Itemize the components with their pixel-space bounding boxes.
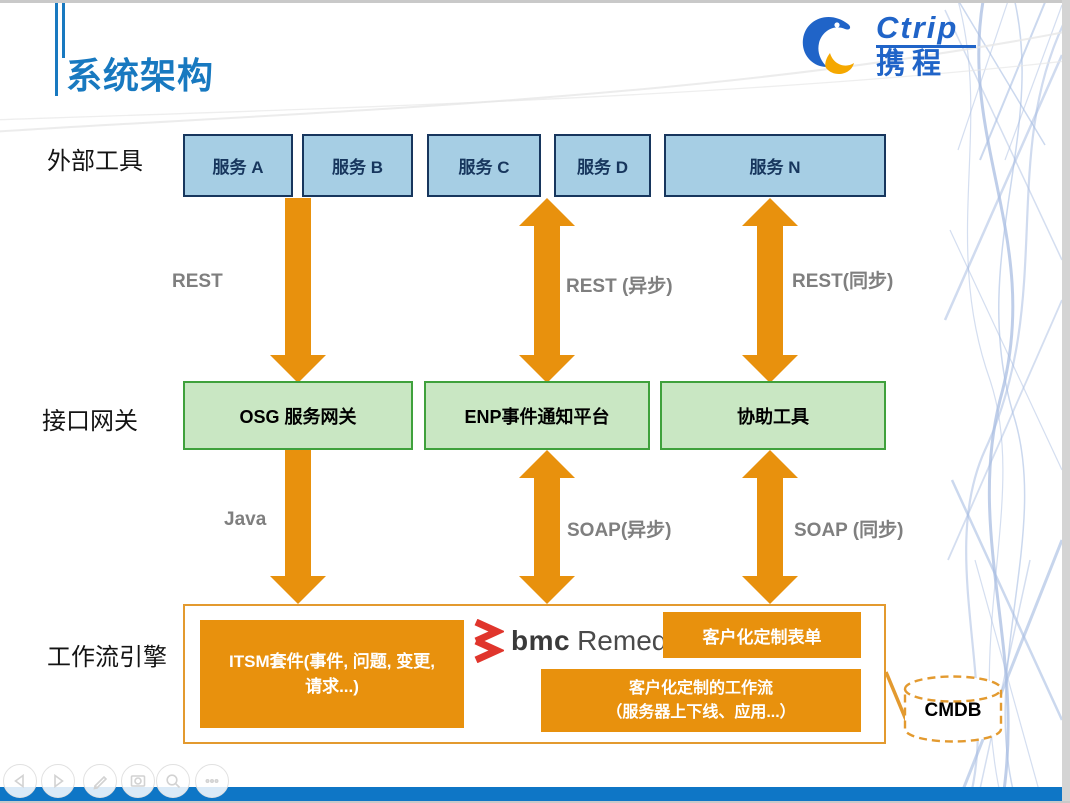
- arrow-head-up: [519, 198, 575, 226]
- arrow-label-rest-async: REST (异步): [566, 276, 673, 297]
- cmdb-database: CMDB: [902, 674, 1004, 744]
- gateway-box-assist-tools: 协助工具: [660, 381, 886, 450]
- show-slides-icon: [130, 775, 146, 787]
- arrow-head-down: [270, 576, 326, 604]
- arrow-head-down: [519, 355, 575, 383]
- service-box-n: 服务 N: [664, 134, 886, 197]
- nav-next-button[interactable]: [41, 764, 75, 798]
- custom-workflow-box: 客户化定制的工作流 （服务器上下线、应用...）: [541, 669, 861, 732]
- arrow-head-up: [519, 450, 575, 478]
- arrow-head-down: [742, 355, 798, 383]
- arrow-label-rest: REST: [172, 271, 223, 292]
- custom-form-box: 客户化定制表单: [663, 612, 861, 658]
- pen-icon: [93, 775, 108, 790]
- arrow-head-down: [270, 355, 326, 383]
- arrow-soap-sync-double: [742, 450, 798, 604]
- dolphin-icon: [802, 16, 854, 75]
- bmc-remedy-logo: bmc Remedy: [472, 617, 681, 665]
- arrow-java-down: [270, 450, 326, 604]
- logo-brand-cn: 携程: [876, 48, 949, 80]
- custom-workflow-line1: 客户化定制的工作流: [628, 679, 773, 697]
- screen-right-edge: [1062, 0, 1070, 803]
- service-box-d: 服务 D: [554, 134, 651, 197]
- gateway-box-enp: ENP事件通知平台: [424, 381, 650, 450]
- arrow-shaft: [757, 474, 783, 580]
- arrow-soap-async-double: [519, 450, 575, 604]
- screen-top-edge: [0, 0, 1070, 3]
- arrow-label-rest-sync: REST(同步): [792, 271, 894, 292]
- nav-pen-button[interactable]: [83, 764, 117, 798]
- arrow-shaft: [285, 450, 311, 578]
- nav-more-options-button[interactable]: [195, 764, 229, 798]
- arrow-rest-down: [270, 198, 326, 383]
- arrow-shaft: [534, 474, 560, 580]
- arrow-label-java: Java: [224, 509, 267, 530]
- arrow-head-up: [742, 450, 798, 478]
- arrow-shaft: [534, 222, 560, 359]
- gateway-box-osg: OSG 服务网关: [183, 381, 413, 450]
- bmc-wordmark: bmc: [511, 625, 571, 656]
- arrow-head-down: [519, 576, 575, 604]
- logo-brand-text: Ctrip: [876, 10, 959, 45]
- row-label-workflow-engine: 工作流引擎: [47, 644, 167, 671]
- next-slide-icon: [54, 773, 64, 789]
- page-title: 系统架构: [66, 55, 215, 96]
- title-accent-bar-long: [55, 3, 58, 96]
- cmdb-connector-line: [884, 671, 908, 721]
- arrow-head-down: [742, 576, 798, 604]
- cmdb-label: CMDB: [924, 700, 982, 721]
- arrow-shaft: [285, 198, 311, 357]
- itsm-suite-box: ITSM套件(事件, 问题, 变更, 请求...): [200, 620, 464, 728]
- arrow-rest-async-double: [519, 198, 575, 383]
- nav-previous-button[interactable]: [3, 764, 37, 798]
- arrow-head-up: [742, 198, 798, 226]
- ctrip-logo: Ctrip 携程: [796, 12, 976, 82]
- ellipsis-icon: [205, 779, 219, 784]
- previous-slide-icon: [14, 773, 24, 789]
- magnifier-icon: [166, 774, 181, 789]
- service-box-b: 服务 B: [302, 134, 413, 197]
- service-box-c: 服务 C: [427, 134, 541, 197]
- itsm-text-line1: ITSM套件(事件, 问题, 变更,: [229, 651, 435, 671]
- row-label-interface-gateway: 接口网关: [42, 408, 138, 435]
- arrow-rest-sync-double: [742, 198, 798, 383]
- service-box-a: 服务 A: [183, 134, 293, 197]
- arrow-shaft: [757, 222, 783, 359]
- row-label-external-tools: 外部工具: [47, 148, 143, 175]
- bmc-chevron-icon: [474, 619, 504, 663]
- nav-show-slides-button[interactable]: [121, 764, 155, 798]
- custom-workflow-line2: （服务器上下线、应用...）: [606, 703, 796, 721]
- bottom-bar: [0, 787, 1070, 801]
- title-accent-bar-short: [62, 3, 65, 58]
- slideshow-toolbar: [0, 763, 229, 799]
- itsm-text-line2: 请求...): [305, 677, 359, 696]
- arrow-label-soap-sync: SOAP (同步): [794, 520, 904, 541]
- screen-bottom-edge: [0, 801, 1070, 803]
- arrow-label-soap-async: SOAP(异步): [567, 520, 672, 541]
- nav-zoom-button[interactable]: [156, 764, 190, 798]
- custom-form-text: 客户化定制表单: [702, 627, 822, 647]
